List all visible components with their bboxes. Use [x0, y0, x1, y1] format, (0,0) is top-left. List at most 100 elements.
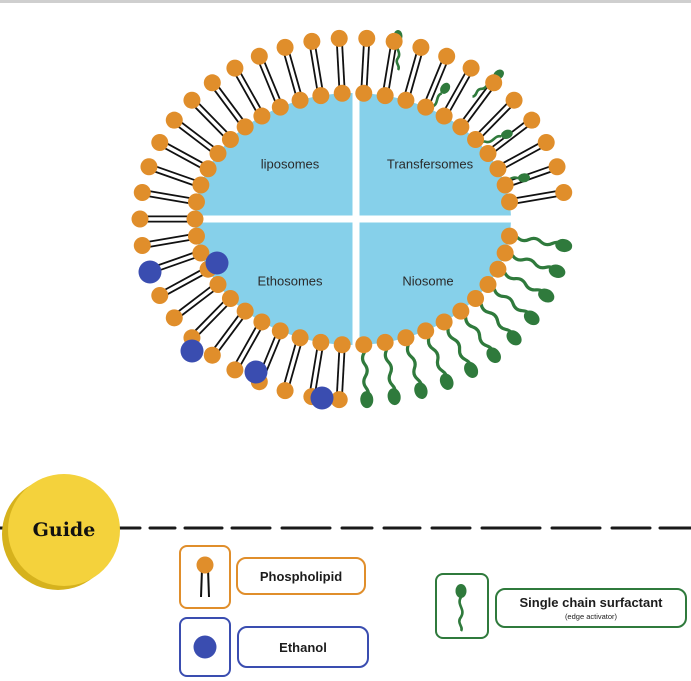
lipid-tail [153, 170, 195, 187]
phospholipid-head [397, 91, 415, 109]
lipid-tails-layer [146, 30, 566, 402]
phospholipid-head [479, 145, 497, 163]
surfactant-icon [455, 584, 467, 632]
lipid-tail [382, 46, 392, 90]
lipid-tail [365, 44, 370, 88]
surfactant-tail [383, 348, 397, 399]
phospholipid-head [187, 193, 205, 211]
guide-title: Guide [32, 519, 96, 541]
surfactant-head [360, 391, 374, 409]
lipid-tail [147, 195, 191, 205]
phospholipid-head [489, 260, 507, 278]
lipid-tail [387, 47, 397, 91]
lipid-tail [234, 325, 258, 364]
phospholipid-head [330, 391, 348, 409]
phospholipid-head [467, 130, 485, 148]
lipid-tail [514, 190, 558, 200]
phospholipid-legend-label: Phospholipid [236, 557, 366, 595]
phospholipid-head [186, 210, 204, 228]
surfactant-legend-label: Single chain surfactant (edge activator) [495, 588, 687, 628]
lipid-tail [283, 53, 297, 96]
surfactant-head [464, 361, 479, 378]
phospholipid-head [165, 309, 183, 327]
phospholipid-head [131, 210, 149, 228]
surfactant-head [538, 288, 555, 303]
lipid-tail [197, 303, 229, 336]
phospholipid-head [226, 361, 244, 379]
lipid-tail [213, 88, 241, 125]
surfactant-head [548, 264, 566, 278]
lipid-tail [163, 146, 202, 170]
lipid-tail [148, 238, 192, 248]
surfactant-head [440, 82, 451, 94]
lipid-tail [504, 146, 543, 170]
lipid-tail [263, 60, 282, 101]
phospholipid-head [355, 336, 373, 354]
phospholipid-head [358, 29, 376, 47]
phospholipid-head [221, 290, 239, 308]
surfactant-tail [515, 235, 566, 248]
lipid-tail [197, 102, 229, 135]
lipid-tail [155, 256, 197, 273]
label-transfersomes: Transfersomes [386, 156, 474, 172]
lipid-tail [404, 52, 418, 95]
phospholipid-head [187, 227, 205, 245]
phospholipid-head [253, 107, 271, 125]
lipid-tail [288, 52, 302, 95]
phospholipid-head [276, 382, 294, 400]
surfactant-tail [446, 327, 473, 372]
phospholipid-head [151, 133, 169, 151]
phospholipid-head [312, 333, 330, 351]
phospholipid-head [462, 59, 480, 77]
lipid-heads-layer [131, 29, 573, 410]
surfactant-head [414, 382, 428, 400]
lipid-tail [239, 328, 262, 367]
lipid-tail [448, 74, 472, 113]
phospholipid-head [140, 158, 158, 176]
phospholipid-head [209, 275, 227, 293]
phospholipid-legend-icon-box [179, 545, 231, 609]
lipid-tail [477, 102, 509, 135]
lipid-tail [309, 347, 319, 391]
lipid-tail [465, 88, 493, 125]
phospholipid-head [523, 111, 541, 129]
lipid-tail [217, 85, 245, 122]
lipid-tail [180, 121, 216, 149]
lipid-tail [163, 268, 202, 292]
lipid-tail [193, 300, 226, 333]
lipid-tail [501, 142, 541, 165]
label-ethosomes: Ethosomes [257, 273, 323, 289]
lipid-tail [314, 348, 324, 392]
phospholipid-head [133, 236, 151, 254]
phospholipid-head [271, 322, 289, 340]
phospholipid-head [385, 32, 403, 50]
phospholipid-head [276, 38, 294, 56]
lipid-tail [314, 46, 324, 90]
phospholipid-head [548, 158, 566, 176]
phospholipid-head [250, 47, 268, 65]
surfactant-head [486, 347, 501, 364]
surfactant-tail [405, 343, 424, 393]
phospholipid-head [221, 130, 239, 148]
ethanol-molecule [138, 260, 162, 284]
phospholipid-head [501, 193, 519, 211]
phospholipid-head [479, 275, 497, 293]
phospholipid-head [489, 160, 507, 178]
phospholipid-head [192, 244, 210, 262]
phospholipid-head [397, 329, 415, 347]
phospholipid-head [537, 133, 555, 151]
phospholipid-head [236, 302, 254, 320]
lipid-tail [176, 285, 213, 313]
lipid-tail [239, 71, 262, 110]
phospholipid-head [485, 74, 503, 92]
phospholipid-head [438, 47, 456, 65]
lipid-tail [283, 342, 297, 385]
phospholipid-head [203, 74, 221, 92]
surfactant-head [518, 173, 530, 183]
lipid-tail [309, 47, 319, 91]
phospholipid-head [412, 38, 430, 56]
phospholipid-head [452, 118, 470, 136]
surfactant-tail [492, 287, 534, 320]
lipid-tail [429, 62, 448, 103]
lipid-tail [155, 165, 197, 182]
